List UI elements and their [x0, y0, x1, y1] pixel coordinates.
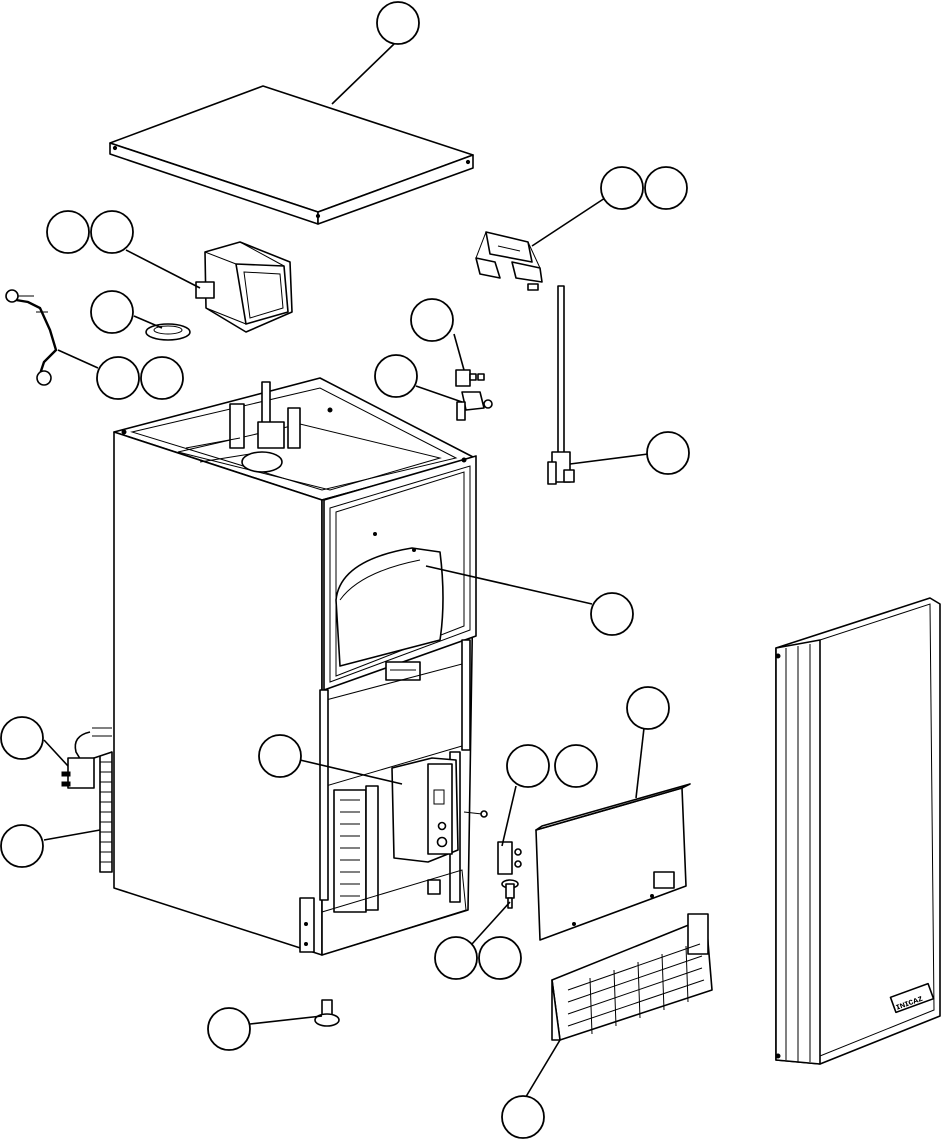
water-line-part	[6, 290, 56, 385]
cabinet-body-part	[114, 378, 487, 955]
callout-hinge-pin-a[interactable]	[435, 937, 477, 979]
callout-grommet[interactable]	[91, 291, 133, 333]
callout-bin-liner[interactable]	[591, 593, 633, 635]
door-part: ɪɴɪᴄᴀᴢ	[776, 598, 940, 1064]
callout-bin-hinge-lower[interactable]	[375, 355, 417, 397]
door-hinge-pin-part	[548, 286, 574, 484]
bin-hinge-upper-part	[456, 370, 484, 386]
grommet-part	[146, 324, 190, 340]
front-panel-part	[536, 784, 690, 940]
callout-hinge-bracket-top-a[interactable]	[601, 167, 643, 209]
callout-lower-hinge-b[interactable]	[555, 745, 597, 787]
callout-power-cord[interactable]	[1, 717, 43, 759]
top-panel-part	[110, 86, 473, 224]
callout-water-line-a[interactable]	[97, 357, 139, 399]
callout-hinge-bracket-top-b[interactable]	[645, 167, 687, 209]
leveling-foot-part	[315, 1000, 339, 1026]
callout-front-panel[interactable]	[627, 687, 669, 729]
callout-top-panel[interactable]	[377, 2, 419, 44]
callout-bin-hinge-upper[interactable]	[411, 299, 453, 341]
callout-ice-chute-b[interactable]	[91, 211, 133, 253]
callout-leveling-foot[interactable]	[208, 1008, 250, 1050]
callout-side-panel[interactable]	[1, 825, 43, 867]
bin-hinge-lower-part	[457, 392, 492, 420]
callout-hinge-pin-b[interactable]	[479, 937, 521, 979]
side-panel-part	[100, 752, 112, 872]
callout-door-hinge-pin[interactable]	[647, 432, 689, 474]
callout-ice-chute-a[interactable]	[47, 211, 89, 253]
ice-chute-part	[196, 242, 292, 332]
top-hinge-bracket-part	[476, 232, 542, 290]
callout-control-box[interactable]	[259, 735, 301, 777]
hinge-pin-part	[502, 880, 518, 908]
callout-water-line-b[interactable]	[141, 357, 183, 399]
lower-hinge-part	[498, 842, 521, 874]
callout-louvered-grille[interactable]	[502, 1096, 544, 1138]
louvered-grille-part	[552, 914, 712, 1040]
callout-lower-hinge-a[interactable]	[507, 745, 549, 787]
